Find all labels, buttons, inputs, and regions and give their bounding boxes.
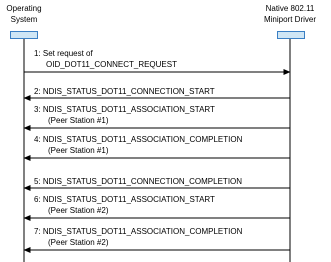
message-7-sublabel: (Peer Station #2) bbox=[48, 238, 109, 247]
message-5-label: 5: NDIS_STATUS_DOT11_CONNECTION_COMPLETI… bbox=[34, 177, 242, 186]
message-1: 1: Set request of OID_DOT11_CONNECT_REQUE… bbox=[24, 49, 291, 75]
message-2: 2: NDIS_STATUS_DOT11_CONNECTION_START bbox=[23, 87, 290, 101]
participant-right-name-line2: Miniport Driver bbox=[264, 15, 316, 24]
message-7-label: 7: NDIS_STATUS_DOT11_ASSOCIATION_COMPLET… bbox=[34, 227, 243, 236]
message-6-label: 6: NDIS_STATUS_DOT11_ASSOCIATION_START bbox=[34, 195, 215, 204]
message-4-label: 4: NDIS_STATUS_DOT11_ASSOCIATION_COMPLET… bbox=[34, 135, 243, 144]
participant-left-name-line1: Operating bbox=[6, 4, 41, 13]
message-2-label: 2: NDIS_STATUS_DOT11_CONNECTION_START bbox=[34, 87, 215, 96]
message-3: 3: NDIS_STATUS_DOT11_ASSOCIATION_START (P… bbox=[23, 105, 290, 131]
message-5: 5: NDIS_STATUS_DOT11_CONNECTION_COMPLETI… bbox=[23, 177, 290, 191]
message-1-label: 1: Set request of bbox=[34, 49, 93, 58]
message-6-sublabel: (Peer Station #2) bbox=[48, 206, 109, 215]
message-4-sublabel: (Peer Station #1) bbox=[48, 146, 109, 155]
participant-left-box bbox=[10, 31, 38, 39]
message-1-sublabel: OID_DOT11_CONNECT_REQUEST bbox=[46, 60, 177, 69]
message-4: 4: NDIS_STATUS_DOT11_ASSOCIATION_COMPLET… bbox=[23, 135, 290, 161]
message-7: 7: NDIS_STATUS_DOT11_ASSOCIATION_COMPLET… bbox=[23, 227, 290, 253]
participant-right-box bbox=[277, 31, 305, 39]
message-3-label: 3: NDIS_STATUS_DOT11_ASSOCIATION_START bbox=[34, 105, 215, 114]
participant-right-name-line1: Native 802.11 bbox=[266, 4, 315, 13]
message-3-sublabel: (Peer Station #1) bbox=[48, 116, 109, 125]
message-list: 1: Set request of OID_DOT11_CONNECT_REQUE… bbox=[23, 49, 291, 253]
message-6: 6: NDIS_STATUS_DOT11_ASSOCIATION_START (P… bbox=[23, 195, 290, 221]
participant-left-name-line2: System bbox=[11, 15, 38, 24]
